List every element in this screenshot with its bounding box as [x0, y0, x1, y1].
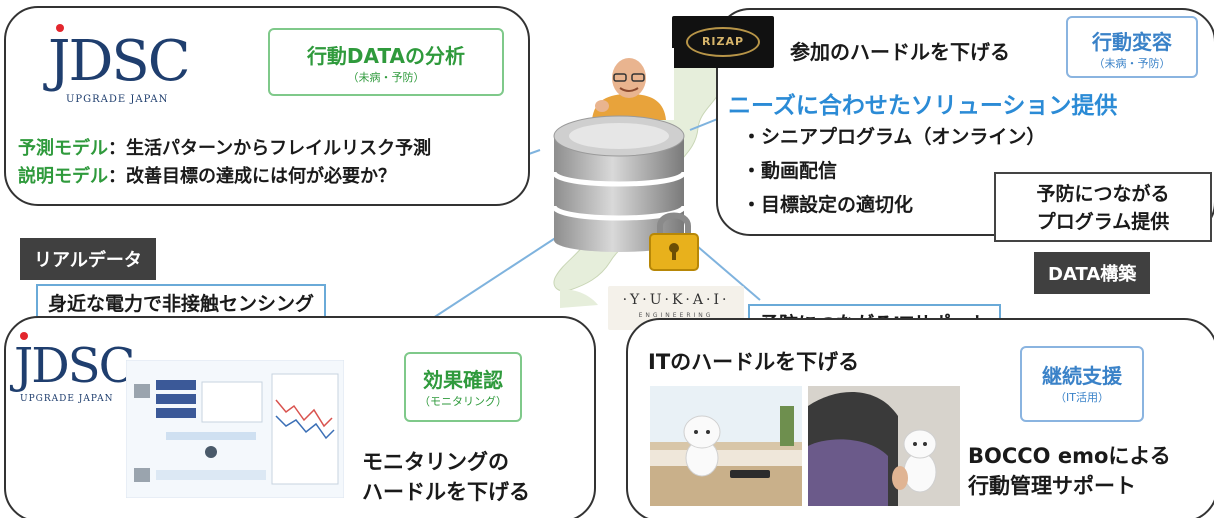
- data-build-label: DATA構築: [1034, 252, 1151, 294]
- it-hurdle-text: ITのハードルを下げる: [648, 350, 860, 374]
- real-data-label: リアルデータ: [20, 238, 156, 280]
- jdsc-logo-bottom: JDSC UPGRADE JAPAN: [14, 332, 135, 404]
- bullet-video: ・動画配信: [742, 160, 838, 182]
- padlock-icon: [649, 212, 699, 271]
- tag-behavior-data-analysis: 行動DATAの分析 （未病・予防）: [268, 28, 504, 96]
- participation-hurdle-text: 参加のハードルを下げる: [790, 40, 1010, 64]
- tag-behavior-change: 行動変容 （未病・予防）: [1066, 16, 1198, 78]
- robot-photo-person: [808, 386, 960, 506]
- monitoring-caption-line2: ハードルを下げる: [362, 480, 530, 504]
- bullet-senior-program: ・シニアプログラム（オンライン）: [742, 126, 1046, 148]
- tag-effect-confirmation: 効果確認 （モニタリング）: [404, 352, 522, 422]
- program-provision-box: 予防につながる プログラム提供: [994, 172, 1212, 242]
- tag-continuous-support: 継続支援 （IT活用）: [1020, 346, 1144, 422]
- sensing-label: 身近な電力で非接触センシング: [36, 284, 327, 321]
- logo-dot: [20, 332, 28, 340]
- explanation-model-line: 説明モデル：改善目標の達成には何が必要か？: [18, 166, 396, 187]
- robot-photo-window: [650, 386, 802, 506]
- database-icon: [551, 115, 687, 252]
- rizap-logo: RIZAP: [672, 16, 774, 68]
- monitoring-caption-line1: モニタリングの: [362, 450, 509, 474]
- monitoring-diagram-image: [126, 360, 344, 498]
- solution-headline: ニーズに合わせたソリューション提供: [728, 93, 1118, 119]
- bullet-goal-setting: ・目標設定の適切化: [742, 194, 914, 216]
- bocco-caption-line1: BOCCO emoによる: [968, 444, 1171, 468]
- jdsc-logo-top: JDSC UPGRADE JAPAN: [48, 24, 191, 105]
- bocco-caption-line2: 行動管理サポート: [968, 474, 1136, 498]
- logo-dot: [56, 24, 64, 32]
- person-photo: [584, 48, 674, 120]
- prediction-model-line: 予測モデル：生活パターンからフレイルリスク予測: [18, 138, 432, 159]
